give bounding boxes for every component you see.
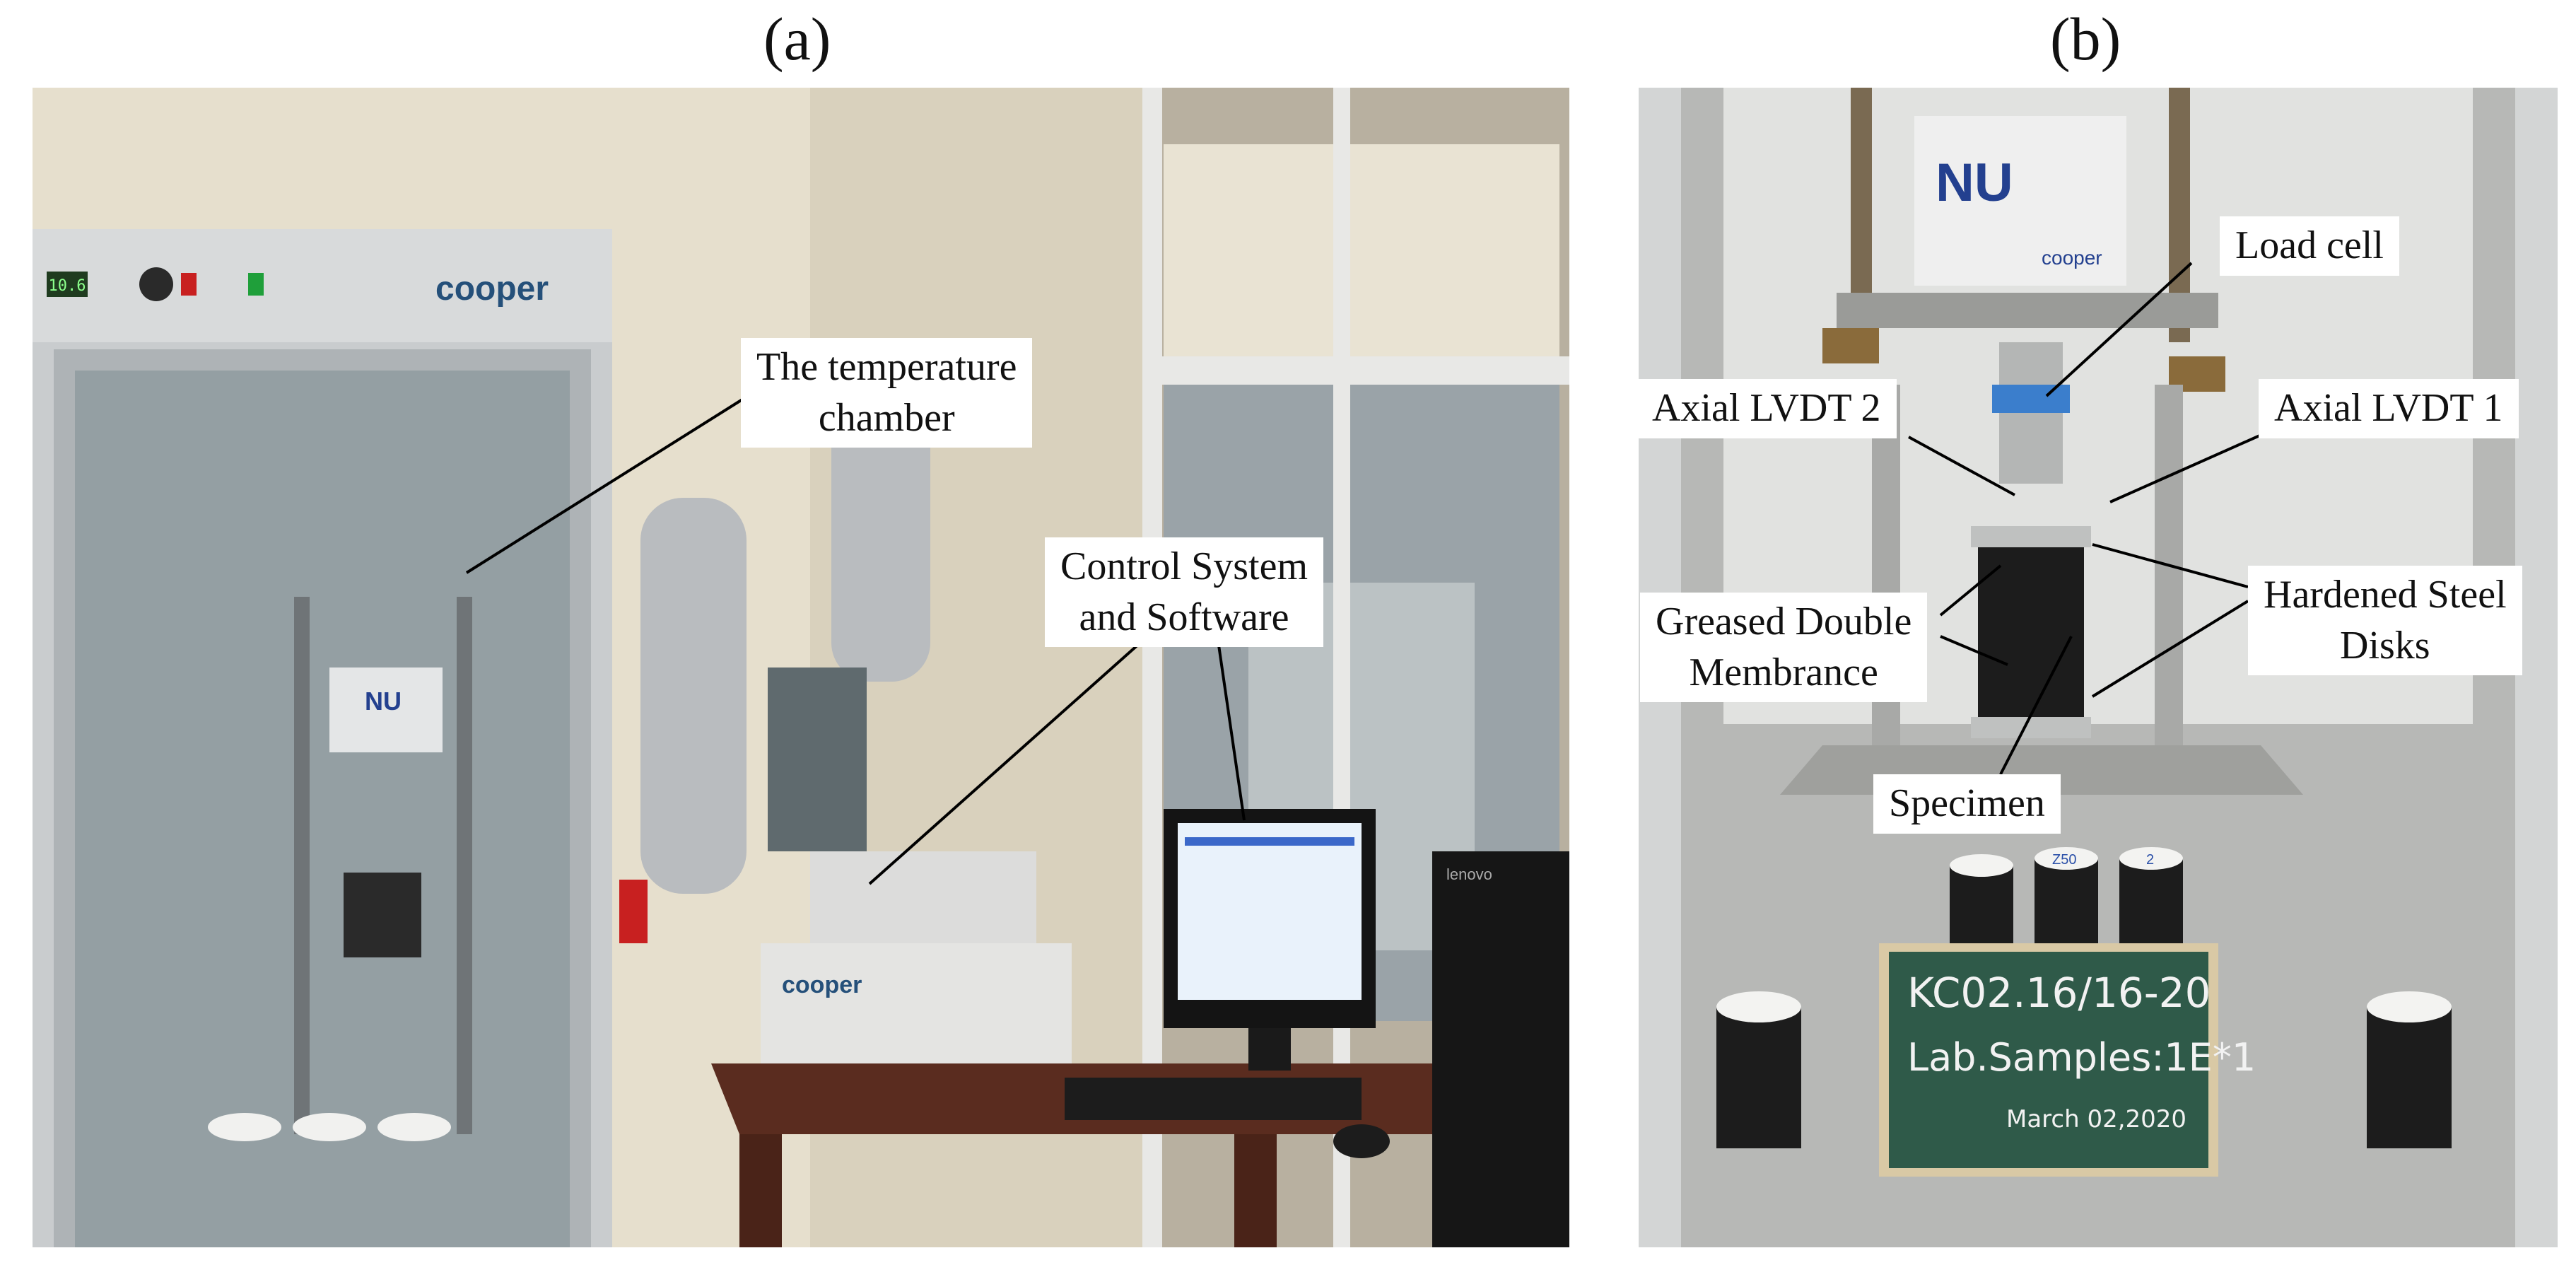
svg-text:March 02,2020: March 02,2020: [2006, 1105, 2186, 1133]
callout-axial-lvdt-2: Axial LVDT 2: [1637, 379, 1897, 438]
svg-text:cooper: cooper: [2042, 247, 2102, 269]
svg-text:Lab.Samples:1E*1: Lab.Samples:1E*1: [1907, 1035, 2256, 1080]
callout-hardened-disks-line1: Hardened Steel: [2264, 573, 2507, 617]
callout-axial-lvdt-1: Axial LVDT 1: [2259, 379, 2519, 438]
photo-a-illustration: 10.6 cooper NU cooper le: [33, 88, 1569, 1247]
photo-a-lab-setup: 10.6 cooper NU cooper le: [33, 88, 1569, 1247]
svg-text:10.6: 10.6: [49, 277, 86, 295]
callout-greased-membrane-line1: Greased Double: [1656, 600, 1912, 643]
svg-text:KC02.16/16-20: KC02.16/16-20: [1907, 969, 2211, 1017]
callout-greased-membrane-line2: Membrance: [1689, 650, 1878, 694]
svg-text:Z50: Z50: [2052, 852, 2076, 868]
callout-control-system-line1: Control System: [1060, 544, 1309, 588]
svg-text:2: 2: [2146, 852, 2154, 868]
callout-temperature-chamber: The temperature chamber: [741, 338, 1033, 448]
svg-text:NU: NU: [365, 687, 402, 716]
callout-hardened-disks-line2: Disks: [2340, 623, 2430, 668]
panel-label-a: (a): [763, 5, 831, 73]
callout-load-cell: Load cell: [2220, 216, 2399, 276]
svg-text:cooper: cooper: [435, 270, 549, 308]
callout-hardened-disks: Hardened Steel Disks: [2248, 566, 2522, 676]
svg-text:NU: NU: [1936, 153, 2013, 213]
svg-text:cooper: cooper: [782, 972, 862, 998]
callout-control-system: Control System and Software: [1045, 537, 1324, 648]
callout-temperature-chamber-line2: chamber: [818, 395, 955, 440]
callout-greased-membrane: Greased Double Membrance: [1640, 593, 1928, 703]
callout-temperature-chamber-line1: The temperature: [756, 345, 1017, 389]
callout-specimen: Specimen: [1873, 774, 2061, 834]
panel-label-b: (b): [2050, 5, 2121, 73]
callout-control-system-line2: and Software: [1079, 595, 1289, 639]
svg-text:lenovo: lenovo: [1446, 865, 1492, 883]
